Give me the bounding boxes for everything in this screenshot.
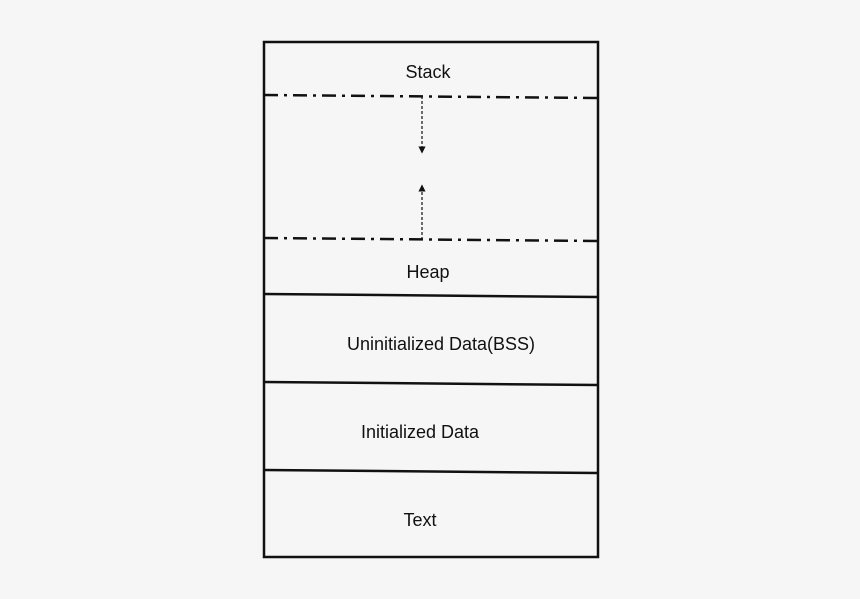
initialized-data-label: Initialized Data [361, 422, 480, 442]
heap-boundary-line [263, 236, 599, 243]
stack-label: Stack [405, 62, 451, 82]
stack-boundary-line [263, 93, 599, 100]
initialized-text-divider [263, 468, 599, 475]
heap-label: Heap [406, 262, 449, 282]
bss-label: Uninitialized Data(BSS) [347, 334, 535, 354]
text-segment-label: Text [403, 510, 436, 530]
bss-initialized-divider [263, 380, 599, 387]
memory-outer-box [262, 40, 600, 559]
heap-bss-divider [263, 292, 599, 299]
